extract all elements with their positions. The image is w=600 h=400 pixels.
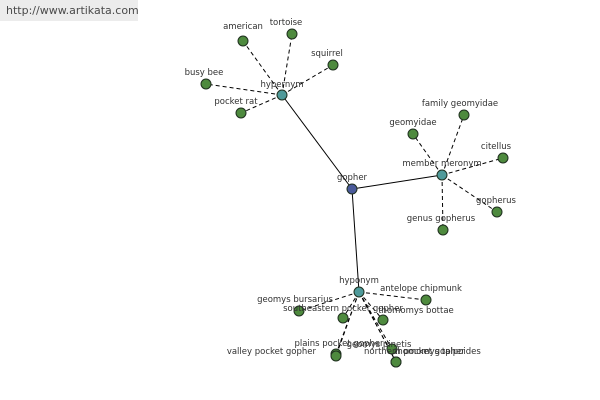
edge-hyponym-to-geomys-bursarius [298,291,360,312]
node-geomys-bursarius[interactable] [293,305,305,317]
edge-hypernym-to-tortoise [281,33,293,96]
node-antelope-chipmunk[interactable] [420,294,432,306]
label-thomomys-talpoides[interactable]: thomomys talpoides [394,347,481,357]
label-busy-bee[interactable]: busy bee [185,68,224,78]
edge-hypernym-to-squirrel [281,64,334,96]
label-northern-pocket-gopher[interactable]: northern pocket gopher [364,347,465,357]
node-tortoise[interactable] [286,28,298,40]
label-family-geomyidae[interactable]: family geomyidae [422,99,498,109]
edge-hyponym-to-valley-pocket-gopher [335,291,360,357]
node-hypernym[interactable] [276,89,288,101]
label-geomyidae[interactable]: geomyidae [389,118,436,128]
graph-nodes [200,28,509,368]
edge-gopher-to-hyponym [351,188,360,293]
label-antelope-chipmunk[interactable]: antelope chipmunk [380,284,462,294]
node-american[interactable] [237,35,249,47]
label-pocket-rat[interactable]: pocket rat [214,97,258,107]
node-busy-bee[interactable] [200,78,212,90]
node-southeastern-pocket-gopher[interactable] [337,312,349,324]
node-thomomys-bottae[interactable] [377,314,389,326]
label-hypernym[interactable]: hypernym [260,80,303,90]
edge-gopher-to-member-meronym [351,174,443,190]
node-geomys-pinetis[interactable] [386,343,398,355]
edge-hypernym-to-busy-bee [205,83,283,96]
edge-hyponym-to-thomomys-bottae [358,291,384,321]
label-hyponym[interactable]: hyponym [339,276,379,286]
node-family-geomyidae[interactable] [458,109,470,121]
node-gopherus[interactable] [491,206,503,218]
node-citellus[interactable] [497,152,509,164]
edge-member-meronym-to-gopherus [441,174,498,213]
node-pocket-rat[interactable] [235,107,247,119]
label-genus-gopherus[interactable]: genus gopherus [407,214,476,224]
node-member-meronym[interactable] [436,169,448,181]
edge-member-meronym-to-citellus [441,157,504,176]
node-hyponym[interactable] [353,286,365,298]
label-southeastern-pocket-gopher[interactable]: southeastern pocket gopher [283,304,403,314]
label-plains-pocket-gopher[interactable]: plains pocket gopher [294,339,384,349]
graph-labels: gopher hypernym member meronym hyponym ameri… [185,18,517,357]
label-valley-pocket-gopher[interactable]: valley pocket gopher [227,347,317,357]
edge-hyponym-to-antelope-chipmunk [358,291,427,301]
graph-edges [205,33,504,363]
edge-member-meronym-to-geomyidae [412,133,443,176]
node-squirrel[interactable] [327,59,339,71]
label-gopherus[interactable]: gopherus [476,196,516,206]
label-squirrel[interactable]: squirrel [311,49,343,59]
label-american[interactable]: american [223,22,263,32]
label-tortoise[interactable]: tortoise [270,18,303,28]
label-member-meronym[interactable]: member meronym [402,159,481,169]
edge-hyponym-to-southeastern-pocket-gopher [342,291,360,319]
label-geomys-bursarius[interactable]: geomys bursarius [257,295,333,305]
label-geomys-pinetis[interactable]: geomys pinetis [347,340,412,350]
node-valley-pocket-gopher[interactable] [330,350,342,362]
label-citellus[interactable]: citellus [481,142,512,152]
watermark-url[interactable]: http://www.artikata.com [0,0,139,21]
edge-gopher-to-hypernym [281,94,353,190]
node-genus-gopherus[interactable] [437,224,449,236]
edge-member-meronym-to-genus-gopherus [441,174,444,231]
edge-hypernym-to-pocket-rat [240,94,283,114]
label-thomomys-bottae[interactable]: thomomys bottae [378,306,454,316]
node-geomyidae[interactable] [407,128,419,140]
label-gopher[interactable]: gopher [337,173,368,183]
node-gopher[interactable] [346,183,358,195]
node-thomomys-talpoides[interactable] [390,356,402,368]
edge-member-meronym-to-family-geomyidae [441,114,465,176]
